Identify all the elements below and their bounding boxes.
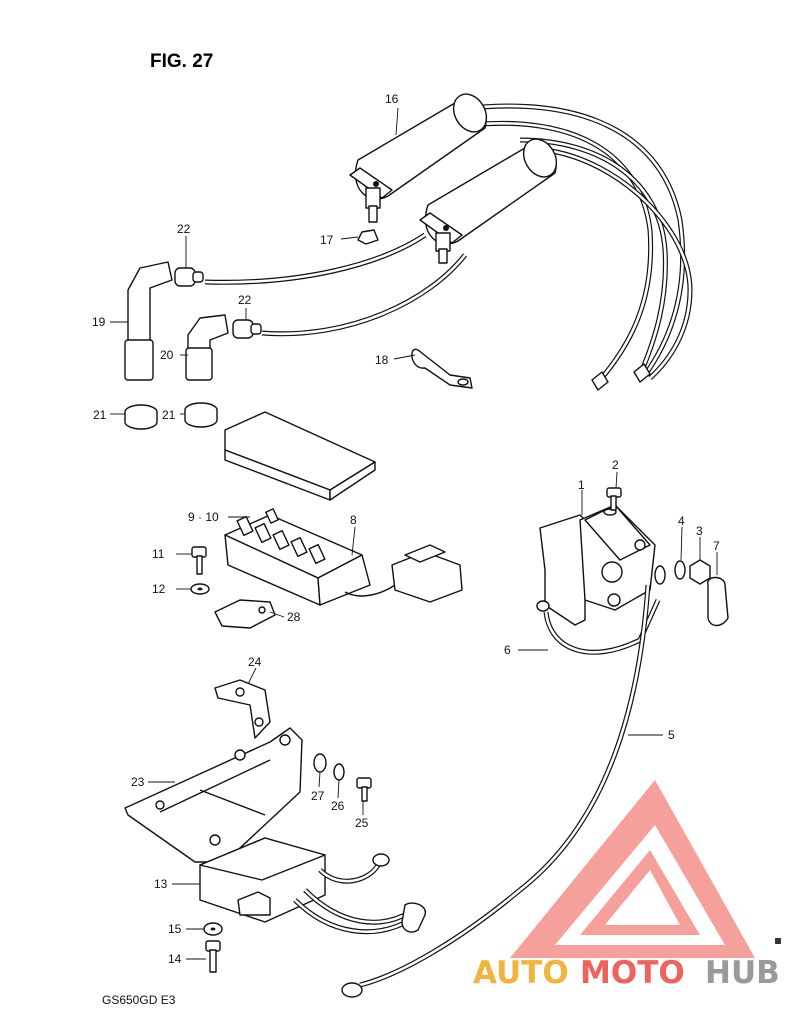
seal-22-upper [174,267,204,287]
callout-9-10: 9 · 10 [188,510,219,524]
terminal-cover-7 [707,576,729,627]
washer-4 [674,560,686,580]
callout-22-lower: 22 [238,293,252,307]
callout-21-left: 21 [93,408,107,422]
washer-12 [190,583,210,595]
callout-7: 7 [713,539,720,553]
ignition-coil-assembly [349,93,693,391]
watermark-moto: MOTO [580,955,685,991]
callout-3: 3 [696,524,703,538]
fuse-box-cover [224,411,376,501]
callout-4: 4 [678,514,685,528]
callout-21-right: 21 [162,408,176,422]
callout-27: 27 [311,789,325,803]
regulator-13 [199,837,426,935]
model-code: GS650GD E3 [102,993,176,1007]
starter-relay-1 [539,504,656,626]
bracket-24 [214,679,271,739]
callout-17: 17 [320,233,334,247]
callout-28: 28 [287,610,301,624]
screw-2 [606,487,622,511]
watermark-auto: AUTO [473,955,569,991]
callout-16: 16 [385,92,399,106]
callout-19: 19 [92,315,106,329]
bolt-14 [205,940,221,973]
callout-6: 6 [504,643,511,657]
wire-clamp-18 [411,348,473,389]
bolt-25 [356,777,372,802]
washer-26 [333,763,345,781]
callout-5: 5 [668,728,675,742]
nut-3 [689,559,711,585]
callout-8: 8 [350,513,357,527]
seal-22-lower [232,319,262,339]
callout-26: 26 [331,799,345,813]
callout-23: 23 [131,775,145,789]
callout-22-upper: 22 [177,222,191,236]
cover-ring-21-left [124,404,158,430]
callout-14: 14 [168,952,182,966]
cable-6 [536,565,666,655]
fuse-box-8 [224,508,463,606]
mounting-plate-23 [124,727,303,863]
callout-13: 13 [154,877,168,891]
watermark-hub: HUB [705,955,780,991]
spark-plug-cap-19 [124,261,173,381]
callout-12: 12 [152,582,166,596]
bolt-11 [191,546,207,575]
callout-1: 1 [578,478,585,492]
callout-15: 15 [168,922,182,936]
nut-17 [357,229,379,245]
washer-27 [313,753,327,773]
leader-lines [110,107,718,960]
washer-15 [203,922,223,936]
spark-plug-cap-20 [185,314,229,381]
callout-20: 20 [160,348,174,362]
cover-ring-21-right [184,402,218,428]
callout-2: 2 [612,458,619,472]
callout-11: 11 [152,547,165,561]
figure-title: FIG. 27 [150,51,213,72]
battery-cable-5 [341,584,651,998]
callout-18: 18 [375,353,389,367]
callout-24: 24 [248,655,262,669]
watermark-logo [510,780,781,958]
bracket-28 [214,599,276,629]
callout-25: 25 [355,816,369,830]
